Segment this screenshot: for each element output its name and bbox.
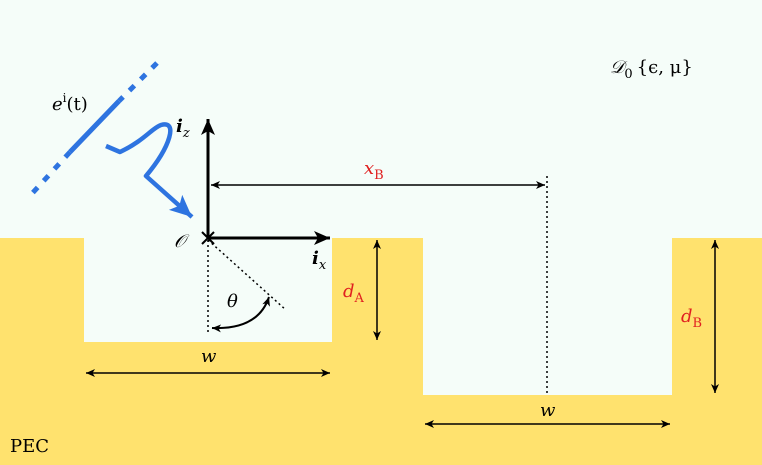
dA-label: dA <box>343 281 365 306</box>
pec-label: PEC <box>10 436 49 457</box>
incident-wavefront <box>26 61 159 200</box>
origin-cross <box>201 231 215 245</box>
x-axis-label: ix <box>312 248 327 273</box>
incident-field-label: ei(t) <box>52 91 88 115</box>
width-B-label: w <box>540 400 556 421</box>
pec-body <box>0 238 762 465</box>
dB-label: dB <box>681 306 702 331</box>
angle-label: θ <box>227 291 238 312</box>
angle-arc-arrow <box>211 296 270 333</box>
xB-label: xB <box>364 158 384 183</box>
incident-wave-arrow <box>105 122 194 219</box>
z-axis-label: iz <box>176 116 190 141</box>
width-A-label: w <box>201 346 217 367</box>
domain-label: 𝒟0{ϵ, μ} <box>610 57 693 82</box>
